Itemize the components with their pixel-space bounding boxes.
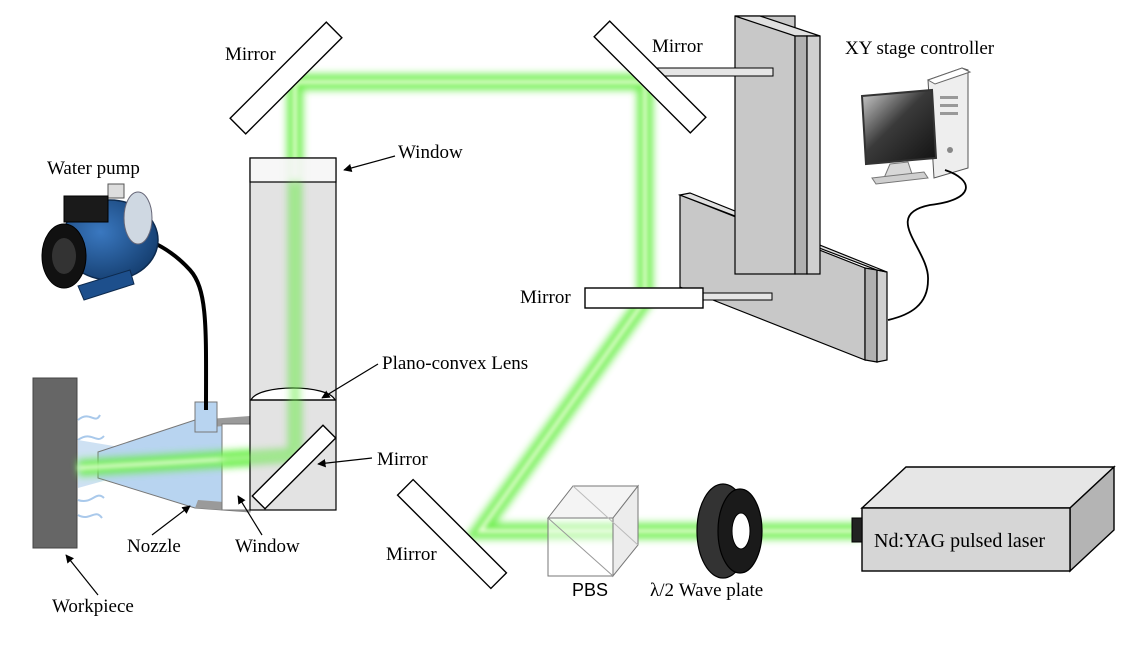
mirror-mid (584, 287, 704, 309)
label-window-bottom: Window (235, 536, 300, 557)
mirror-top-right (593, 20, 707, 134)
label-waveplate: λ/2 Wave plate (650, 580, 763, 601)
label-mirror-mid: Mirror (520, 287, 571, 308)
label-lens: Plano-convex Lens (382, 353, 528, 374)
mirror-bottom (396, 478, 508, 590)
top-window (249, 157, 337, 183)
computer-icon (860, 67, 972, 321)
label-nozzle: Nozzle (127, 536, 181, 557)
label-water-pump: Water pump (47, 158, 140, 179)
label-window-top: Window (398, 142, 463, 163)
wave-plate (696, 483, 763, 579)
label-mirror-top-left: Mirror (225, 44, 276, 65)
nd-yag-laser (851, 465, 1116, 573)
workpiece (32, 377, 78, 549)
label-workpiece: Workpiece (52, 596, 134, 617)
mirror-top-left (229, 21, 343, 135)
label-pbs: PBS (572, 580, 608, 600)
pbs-cube (546, 484, 640, 578)
label-mirror-nozzle: Mirror (377, 449, 428, 470)
mirror-nozzle (251, 424, 337, 510)
label-laser: Nd:YAG pulsed laser (874, 530, 1045, 552)
xy-stage (654, 15, 888, 363)
label-xy-controller: XY stage controller (845, 38, 995, 59)
label-mirror-top-right: Mirror (652, 36, 703, 57)
water-pump-icon (41, 183, 159, 301)
leader-lines (65, 155, 396, 596)
label-mirror-bottom: Mirror (386, 544, 437, 565)
